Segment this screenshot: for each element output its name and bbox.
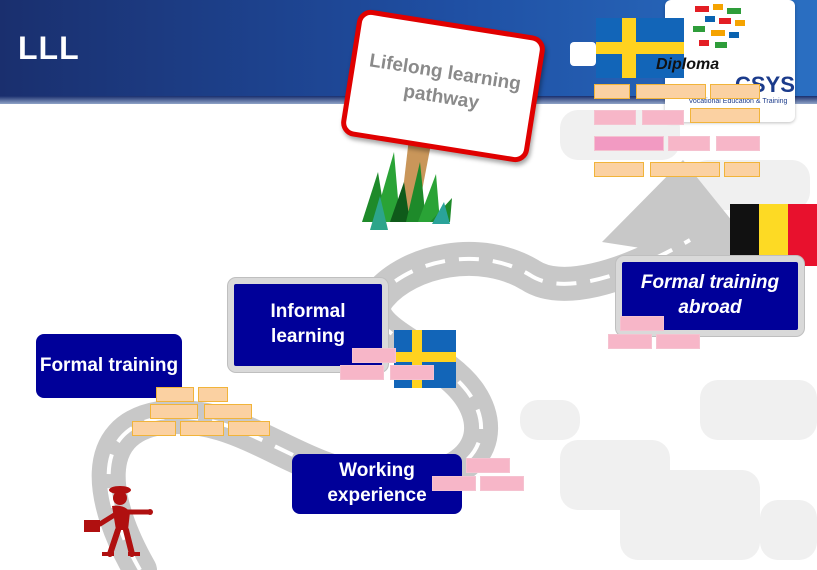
certificate-tag xyxy=(480,476,524,491)
certificate-badge xyxy=(204,404,252,419)
certificate-badge xyxy=(228,421,270,436)
background-tile xyxy=(760,500,817,560)
traveler-figure-icon xyxy=(84,486,153,557)
background-tile xyxy=(700,380,817,440)
certificate-badge xyxy=(710,84,760,99)
stage-formal-training-abroad: Formal training abroad xyxy=(616,256,804,336)
certificate-tag xyxy=(620,316,664,331)
background-tile xyxy=(520,400,580,440)
certificate-badge xyxy=(132,421,176,436)
certificate-tag xyxy=(340,365,384,380)
certificate-badge xyxy=(198,387,228,402)
certificate-tag xyxy=(668,136,710,151)
background-tile xyxy=(620,470,760,560)
certificate-tag xyxy=(594,110,636,125)
certificate-badge xyxy=(180,421,224,436)
certificate-badge xyxy=(156,387,194,402)
certificate-tag xyxy=(642,110,684,125)
header-icon-button[interactable] xyxy=(570,42,596,66)
certificate-tag xyxy=(466,458,510,473)
stage-working-experience: Working experience xyxy=(292,454,462,514)
certificate-tag xyxy=(432,476,476,491)
certificate-badge xyxy=(724,162,760,177)
certificate-badge xyxy=(150,404,198,419)
sweden-flag-icon xyxy=(596,18,684,78)
certificate-badge xyxy=(594,84,630,99)
page-title: LLL xyxy=(18,30,80,66)
certificate-tag xyxy=(594,136,664,151)
certificate-badge xyxy=(594,162,644,177)
certificate-tag xyxy=(608,334,652,349)
certificate-tag xyxy=(390,365,434,380)
diploma-card: CSYST Vocational Education & Training xyxy=(665,0,795,122)
belgium-flag-icon xyxy=(730,204,817,266)
road-arrow-head xyxy=(602,160,770,268)
diploma-label: Diploma xyxy=(656,56,720,73)
certificate-tag xyxy=(656,334,700,349)
certificate-badge xyxy=(636,84,706,99)
certificate-badge xyxy=(650,162,720,177)
certificate-badge xyxy=(690,108,760,123)
certificate-tag xyxy=(716,136,760,151)
diploma-subtitle: Vocational Education & Training xyxy=(688,98,788,105)
certificate-tag xyxy=(352,348,396,363)
